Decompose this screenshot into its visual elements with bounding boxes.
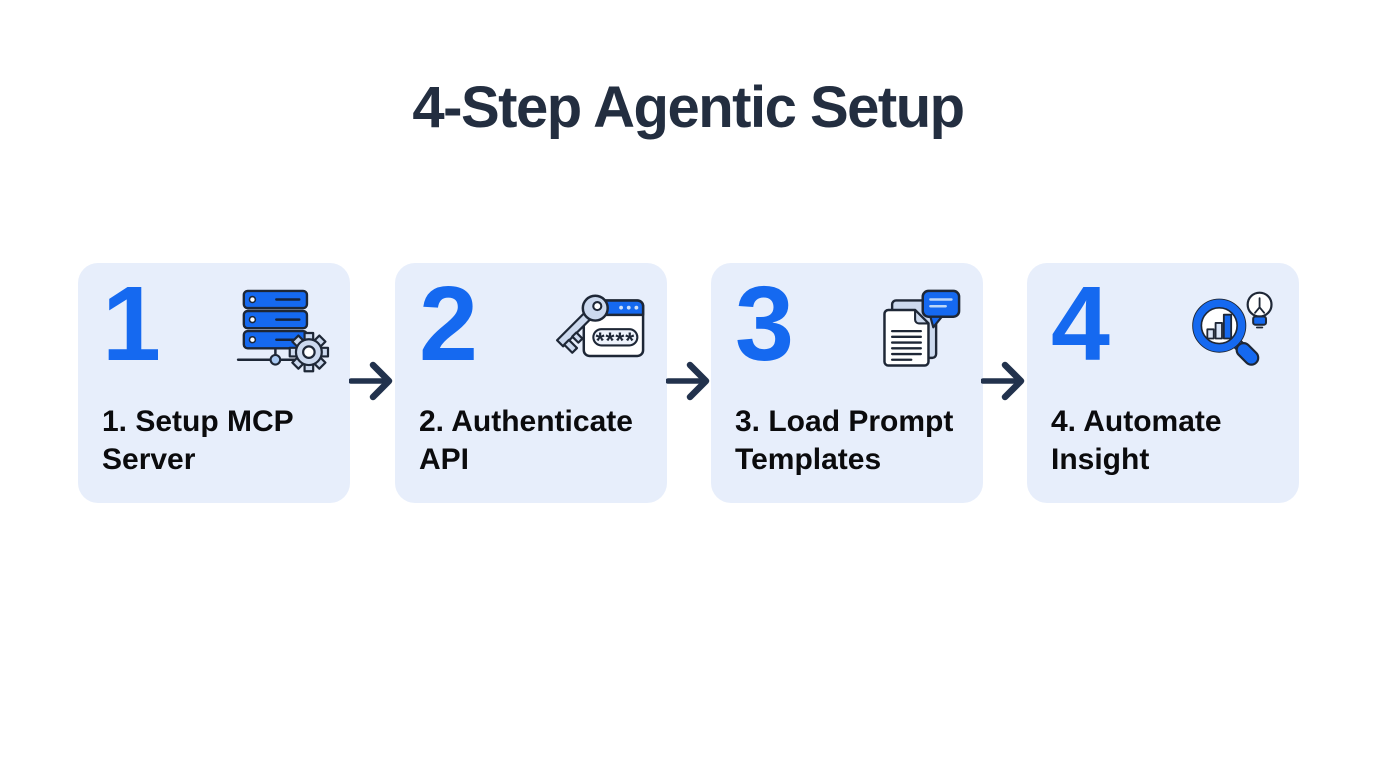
step-label-line: 1. Setup MCP [102, 405, 294, 438]
step-number: 2 [419, 265, 478, 383]
documents-chat-icon [867, 289, 967, 377]
arrow-right-icon [666, 361, 710, 401]
step-label-line: Server [102, 443, 196, 476]
step-label-line: 3. Load Prompt [735, 405, 954, 438]
arrow-right-icon [981, 361, 1025, 401]
step-label-line: API [419, 443, 470, 476]
step-label: 3. Load Prompt Templates [735, 403, 969, 479]
step-card-2: 2 **** [395, 263, 667, 503]
key-password-icon: **** [551, 289, 651, 377]
step-card-1: 1 [78, 263, 350, 503]
step-label: 2. Authenticate API [419, 403, 653, 479]
step-number: 4 [1051, 265, 1110, 383]
step-label-line: Templates [735, 443, 882, 476]
step-number: 1 [102, 265, 161, 383]
step-label-line: Insight [1051, 443, 1150, 476]
step-arrow [981, 359, 1027, 403]
step-number: 3 [735, 265, 794, 383]
step-arrow [666, 359, 712, 403]
page-title: 4-Step Agentic Setup [412, 75, 965, 140]
step-label: 4. Automate Insight [1051, 403, 1285, 479]
step-card-3: 3 [711, 263, 983, 503]
step-label-line: 2. Authenticate [419, 405, 633, 438]
arrow-right-icon [349, 361, 393, 401]
password-mask-text: **** [596, 327, 636, 353]
step-arrow [349, 359, 395, 403]
server-gear-icon [234, 289, 334, 377]
magnifier-chart-bulb-icon [1183, 289, 1283, 377]
step-label: 1. Setup MCP Server [102, 403, 336, 479]
step-card-4: 4 [1027, 263, 1299, 503]
step-label-line: 4. Automate [1051, 405, 1222, 438]
